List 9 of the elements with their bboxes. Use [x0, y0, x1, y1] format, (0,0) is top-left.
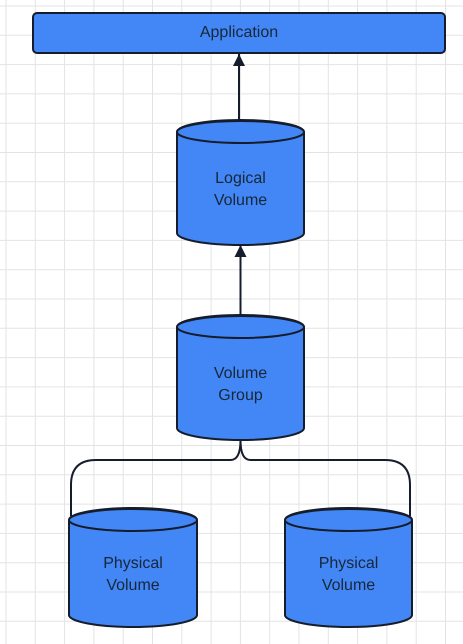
connector-line: [240, 440, 411, 516]
node-label: Logical Volume: [212, 168, 268, 210]
arrow: [233, 54, 245, 120]
node-label: Volume Group: [212, 364, 268, 406]
arrow: [234, 245, 246, 315]
node-label: Physical Volume: [102, 554, 164, 596]
node-label: Application: [200, 23, 278, 43]
node-label: Physical Volume: [318, 554, 380, 596]
process-box: [32, 12, 446, 54]
